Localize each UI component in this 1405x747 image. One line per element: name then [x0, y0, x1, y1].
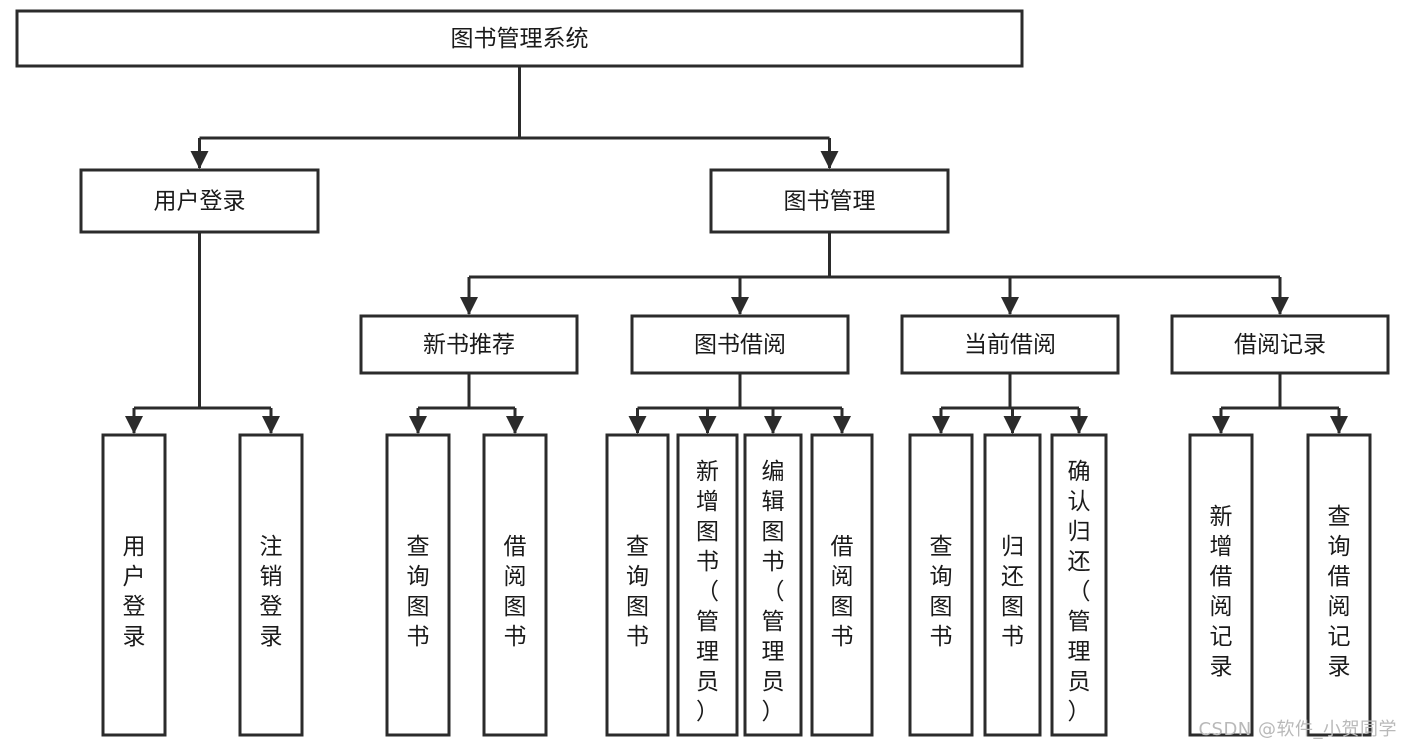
node-leaf-6-label: 编辑图书（管理员） [762, 459, 785, 725]
node-leaf-7[interactable]: 借阅图书 [810, 433, 874, 737]
node-level3-2-label: 当前借阅 [964, 332, 1056, 358]
node-leaf-4[interactable]: 查询图书 [605, 433, 670, 737]
node-level3-3[interactable]: 借阅记录 [1170, 314, 1390, 375]
node-root[interactable]: 图书管理系统 [15, 9, 1024, 68]
node-level3-0[interactable]: 新书推荐 [359, 314, 579, 375]
arrow-head-icon [1001, 297, 1019, 315]
node-leaf-6-rect[interactable] [743, 433, 803, 737]
node-leaf-12[interactable]: 查询借阅记录 [1306, 433, 1372, 737]
node-leaf-3-label: 借阅图书 [504, 534, 527, 650]
node-leaf-12-label: 查询借阅记录 [1328, 504, 1351, 680]
node-leaf-5-label: 新增图书（管理员） [696, 459, 719, 725]
node-leaf-4-label: 查询图书 [626, 534, 649, 650]
node-leaf-2-rect[interactable] [385, 433, 451, 737]
node-leaf-9-label: 归还图书 [1001, 534, 1024, 650]
node-leaf-0-label: 用户登录 [123, 534, 146, 650]
node-leaf-0-rect[interactable] [101, 433, 167, 737]
node-leaf-7-label: 借阅图书 [831, 534, 854, 650]
node-level3-2[interactable]: 当前借阅 [900, 314, 1120, 375]
arrow-head-icon [460, 297, 478, 315]
node-leaf-5-rect[interactable] [676, 433, 739, 737]
arrow-head-icon [190, 151, 209, 169]
arrow-head-icon [262, 416, 280, 434]
node-leaf-11[interactable]: 新增借阅记录 [1188, 433, 1254, 737]
node-leaf-5[interactable]: 新增图书（管理员） [676, 433, 739, 737]
arrow-head-icon [1070, 416, 1088, 434]
node-root-label: 图书管理系统 [451, 26, 589, 52]
node-level2-0[interactable]: 用户登录 [79, 168, 320, 234]
node-root-rect[interactable] [15, 9, 1024, 68]
node-level3-2-rect[interactable] [900, 314, 1120, 375]
node-leaf-6[interactable]: 编辑图书（管理员） [743, 433, 803, 737]
node-level3-0-label: 新书推荐 [423, 332, 515, 358]
arrow-head-icon [731, 297, 749, 315]
node-level3-1-rect[interactable] [630, 314, 850, 375]
node-leaf-1[interactable]: 注销登录 [238, 433, 304, 737]
node-level3-1-label: 图书借阅 [694, 332, 786, 358]
node-level2-0-label: 用户登录 [154, 189, 246, 215]
node-leaf-1-label: 注销登录 [260, 534, 283, 650]
node-leaf-3-rect[interactable] [482, 433, 548, 737]
node-leaf-7-rect[interactable] [810, 433, 874, 737]
arrow-head-icon [698, 416, 717, 434]
node-leaf-0[interactable]: 用户登录 [101, 433, 167, 737]
node-leaf-10[interactable]: 确认归还（管理员） [1050, 433, 1108, 737]
node-leaf-10-label: 确认归还（管理员） [1068, 459, 1091, 725]
arrow-head-icon [764, 416, 782, 434]
arrow-head-icon [1003, 416, 1022, 434]
node-leaf-12-rect[interactable] [1306, 433, 1372, 737]
arrow-head-icon [628, 416, 647, 434]
arrow-head-icon [833, 416, 851, 434]
node-layer: 图书管理系统用户登录图书管理新书推荐图书借阅当前借阅借阅记录用户登录注销登录查询… [15, 9, 1390, 737]
arrow-head-icon [506, 416, 524, 434]
node-level2-1-label: 图书管理 [784, 189, 876, 215]
node-level3-3-rect[interactable] [1170, 314, 1390, 375]
node-leaf-11-label: 新增借阅记录 [1210, 504, 1233, 680]
arrow-head-icon [820, 151, 839, 169]
node-level3-3-label: 借阅记录 [1234, 332, 1326, 358]
node-level3-0-rect[interactable] [359, 314, 579, 375]
node-leaf-9[interactable]: 归还图书 [983, 433, 1042, 737]
node-leaf-3[interactable]: 借阅图书 [482, 433, 548, 737]
node-leaf-1-rect[interactable] [238, 433, 304, 737]
node-leaf-8-label: 查询图书 [930, 534, 953, 650]
node-level2-0-rect[interactable] [79, 168, 320, 234]
node-leaf-9-rect[interactable] [983, 433, 1042, 737]
node-leaf-8-rect[interactable] [908, 433, 974, 737]
node-level2-1-rect[interactable] [709, 168, 950, 234]
arrow-head-icon [409, 416, 427, 434]
node-leaf-4-rect[interactable] [605, 433, 670, 737]
arrow-head-icon [125, 416, 143, 434]
node-level3-1[interactable]: 图书借阅 [630, 314, 850, 375]
arrow-head-icon [1212, 416, 1230, 434]
node-level2-1[interactable]: 图书管理 [709, 168, 950, 234]
node-leaf-2[interactable]: 查询图书 [385, 433, 451, 737]
arrow-head-icon [1271, 297, 1289, 315]
node-leaf-2-label: 查询图书 [407, 534, 430, 650]
node-leaf-11-rect[interactable] [1188, 433, 1254, 737]
node-leaf-8[interactable]: 查询图书 [908, 433, 974, 737]
node-leaf-10-rect[interactable] [1050, 433, 1108, 737]
connector-layer [125, 66, 1348, 434]
arrow-head-icon [932, 416, 950, 434]
arrow-head-icon [1330, 416, 1348, 434]
